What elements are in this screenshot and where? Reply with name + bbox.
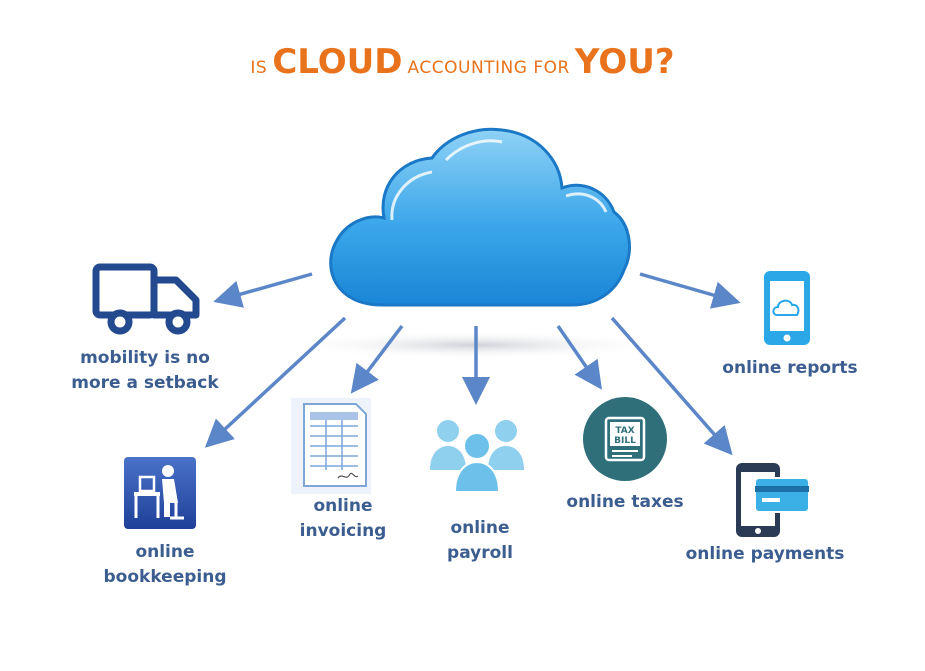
label-payroll: online payroll (385, 516, 575, 566)
tax-bill-text-2: BILL (614, 436, 636, 446)
arrow-to-reports (639, 272, 741, 309)
arrow-to-taxes (556, 325, 602, 390)
tax-bill-icon: TAX BILL (583, 397, 667, 481)
arrows (204, 272, 741, 456)
label-payments-line1: online payments (685, 544, 845, 564)
title-part-3: ACCOUNTING FOR (407, 58, 570, 78)
label-payroll-line2: payroll (447, 543, 513, 563)
arrow-to-mobility (213, 272, 313, 308)
label-reports-line1: online reports (722, 358, 858, 378)
title-part-1: IS (250, 58, 268, 78)
label-bookkeeping-line2: bookkeeping (103, 567, 227, 587)
label-mobility-line1: mobility is no (80, 348, 210, 368)
phone-cloud-icon (764, 271, 810, 345)
people-group-icon (430, 420, 524, 493)
label-taxes: online taxes (530, 490, 720, 515)
tax-bill-text-1: TAX (615, 426, 634, 436)
arrow-to-bookkeeping (204, 316, 347, 448)
label-payments: online payments (660, 542, 870, 567)
label-mobility-line2: more a setback (71, 373, 219, 393)
title-part-4: YOU? (574, 42, 675, 82)
arrow-to-payments (610, 316, 733, 456)
label-payroll-line1: online (450, 518, 510, 538)
cloud-icon (329, 127, 631, 307)
label-taxes-line1: online taxes (566, 492, 684, 512)
label-mobility: mobility is no more a setback (50, 346, 240, 396)
label-invoicing-line1: online (313, 496, 373, 516)
invoice-document-icon (291, 398, 371, 494)
desk-worker-icon (124, 457, 196, 529)
label-bookkeeping-line1: online (135, 542, 195, 562)
arrow-to-invoicing (350, 324, 404, 394)
page-title: IS CLOUD ACCOUNTING FOR YOU? (0, 42, 925, 82)
label-bookkeeping: online bookkeeping (70, 540, 260, 590)
phone-card-icon (736, 463, 810, 537)
label-reports: online reports (695, 356, 885, 381)
title-part-2: CLOUD (272, 42, 403, 82)
label-invoicing: online invoicing (248, 494, 438, 544)
delivery-truck-icon (92, 263, 200, 335)
label-invoicing-line2: invoicing (299, 521, 387, 541)
